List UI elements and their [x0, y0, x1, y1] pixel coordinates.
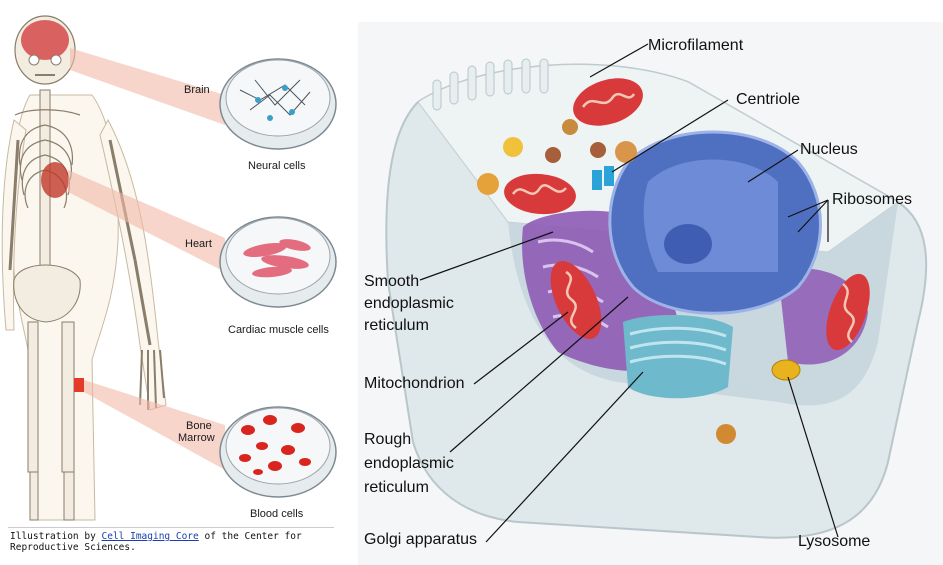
microvilli	[432, 58, 549, 111]
vesicles	[477, 119, 736, 444]
blood-dish	[219, 406, 337, 498]
cell-diagram-panel: Microfilament Centriole Nucleus Ribosome…	[358, 22, 943, 565]
body-illustration	[1, 15, 337, 521]
femur-left	[27, 321, 39, 473]
cell-illustration	[385, 43, 928, 543]
centriole	[592, 166, 614, 190]
leader-lines	[419, 43, 839, 543]
beam-heart	[68, 170, 225, 272]
label-smooth-er-1: Smooth	[364, 273, 420, 290]
lysosome-organelle	[771, 359, 801, 381]
brain-highlight	[21, 20, 69, 60]
femur-right	[61, 321, 75, 473]
label-bone: Bone	[186, 420, 212, 432]
caption-divider	[8, 527, 334, 528]
caption-suffix: of the Center for	[198, 531, 302, 542]
illustration-caption: Illustration by Cell Imaging Core of the…	[10, 531, 330, 553]
cell-imaging-core-link[interactable]: Cell Imaging Core	[101, 531, 199, 542]
human-body-panel: Brain Neural cells Heart Cardiac muscle …	[0, 0, 345, 565]
bone-marrow-highlight	[74, 378, 84, 392]
label-neural-cells: Neural cells	[248, 160, 306, 172]
beam-brain	[70, 48, 225, 125]
label-centriole: Centriole	[736, 91, 801, 108]
label-ribosomes: Ribosomes	[832, 191, 913, 208]
caption-prefix: Illustration by	[10, 531, 102, 542]
label-microfilament: Microfilament	[648, 37, 744, 54]
nucleolus	[664, 224, 712, 264]
label-lysosome: Lysosome	[798, 533, 871, 550]
label-cardiac-muscle-cells: Cardiac muscle cells	[228, 324, 329, 336]
label-smooth-er-3: reticulum	[364, 317, 429, 334]
hand-bones	[139, 349, 165, 410]
golgi-apparatus	[623, 315, 733, 399]
label-smooth-er-2: endoplasmic	[364, 295, 454, 312]
label-rough-er-2: endoplasmic	[364, 455, 454, 472]
label-heart: Heart	[185, 238, 212, 250]
heart-highlight	[41, 162, 69, 198]
mitochondria	[504, 78, 870, 351]
label-brain: Brain	[184, 84, 210, 96]
beam-marrow	[84, 380, 225, 470]
neural-dish	[219, 58, 337, 150]
label-marrow: Marrow	[178, 432, 215, 444]
label-nucleus: Nucleus	[800, 141, 858, 158]
label-rough-er-3: reticulum	[364, 479, 429, 496]
label-rough-er-1: Rough	[364, 431, 412, 448]
label-mitochondrion: Mitochondrion	[364, 375, 465, 392]
label-golgi-apparatus: Golgi apparatus	[364, 531, 477, 548]
cardiac-dish	[219, 216, 337, 308]
caption-line2: Reproductive Sciences.	[10, 542, 136, 553]
pelvis	[13, 264, 81, 323]
label-blood-cells: Blood cells	[250, 508, 304, 520]
